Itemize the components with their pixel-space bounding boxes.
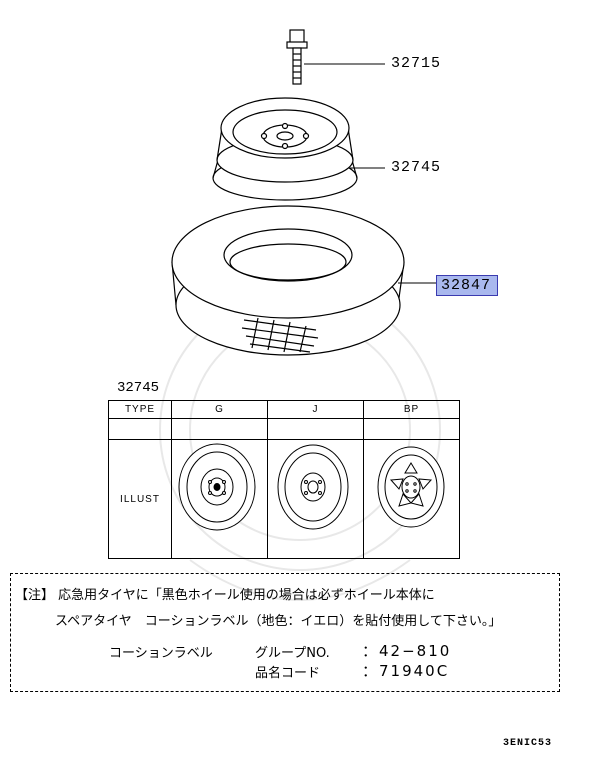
note-line-2: スペアタイヤ コーションラベル（地色：イエロ）を貼付使用して下さい。」	[55, 614, 502, 629]
header-col-g: G	[171, 400, 268, 419]
caution-label-name: コーションラベル	[109, 646, 213, 661]
caution-note-box: 【注】 応急用タイヤに「黒色ホイール使用の場合は必ずホイール本体に スペアタイヤ…	[10, 573, 560, 692]
product-code-key: 品名コード	[255, 666, 321, 681]
header-type: TYPE	[108, 400, 172, 419]
illust-cell-j	[267, 439, 364, 559]
table-title: 32745	[117, 380, 160, 396]
blank-cell	[363, 418, 460, 440]
tire-part	[171, 205, 405, 356]
header-col-j: J	[267, 400, 364, 419]
note-line-1: 【注】 応急用タイヤに「黒色ホイール使用の場合は必ずホイール本体に	[15, 588, 435, 603]
product-code-value: ：71940C	[362, 662, 450, 680]
callout-32847-highlighted[interactable]: 32847	[436, 275, 499, 296]
wheel-part	[212, 97, 358, 201]
callout-32745: 32745	[391, 159, 442, 176]
group-number-key: グループNO.	[255, 646, 330, 661]
blank-cell	[108, 418, 172, 440]
group-number-value: ：42−810	[362, 642, 452, 660]
blank-cell	[171, 418, 268, 440]
illust-cell-g	[171, 439, 268, 559]
figure-reference: 3ENIC53	[503, 738, 553, 749]
illust-cell-bp	[363, 439, 460, 559]
bolt-part	[286, 29, 308, 85]
blank-cell	[267, 418, 364, 440]
callout-32715: 32715	[391, 55, 442, 72]
row-label-illust: ILLUST	[108, 439, 172, 559]
wheel-variant-table: TYPE G J BP ILLUST	[108, 400, 460, 559]
header-col-bp: BP	[363, 400, 460, 419]
